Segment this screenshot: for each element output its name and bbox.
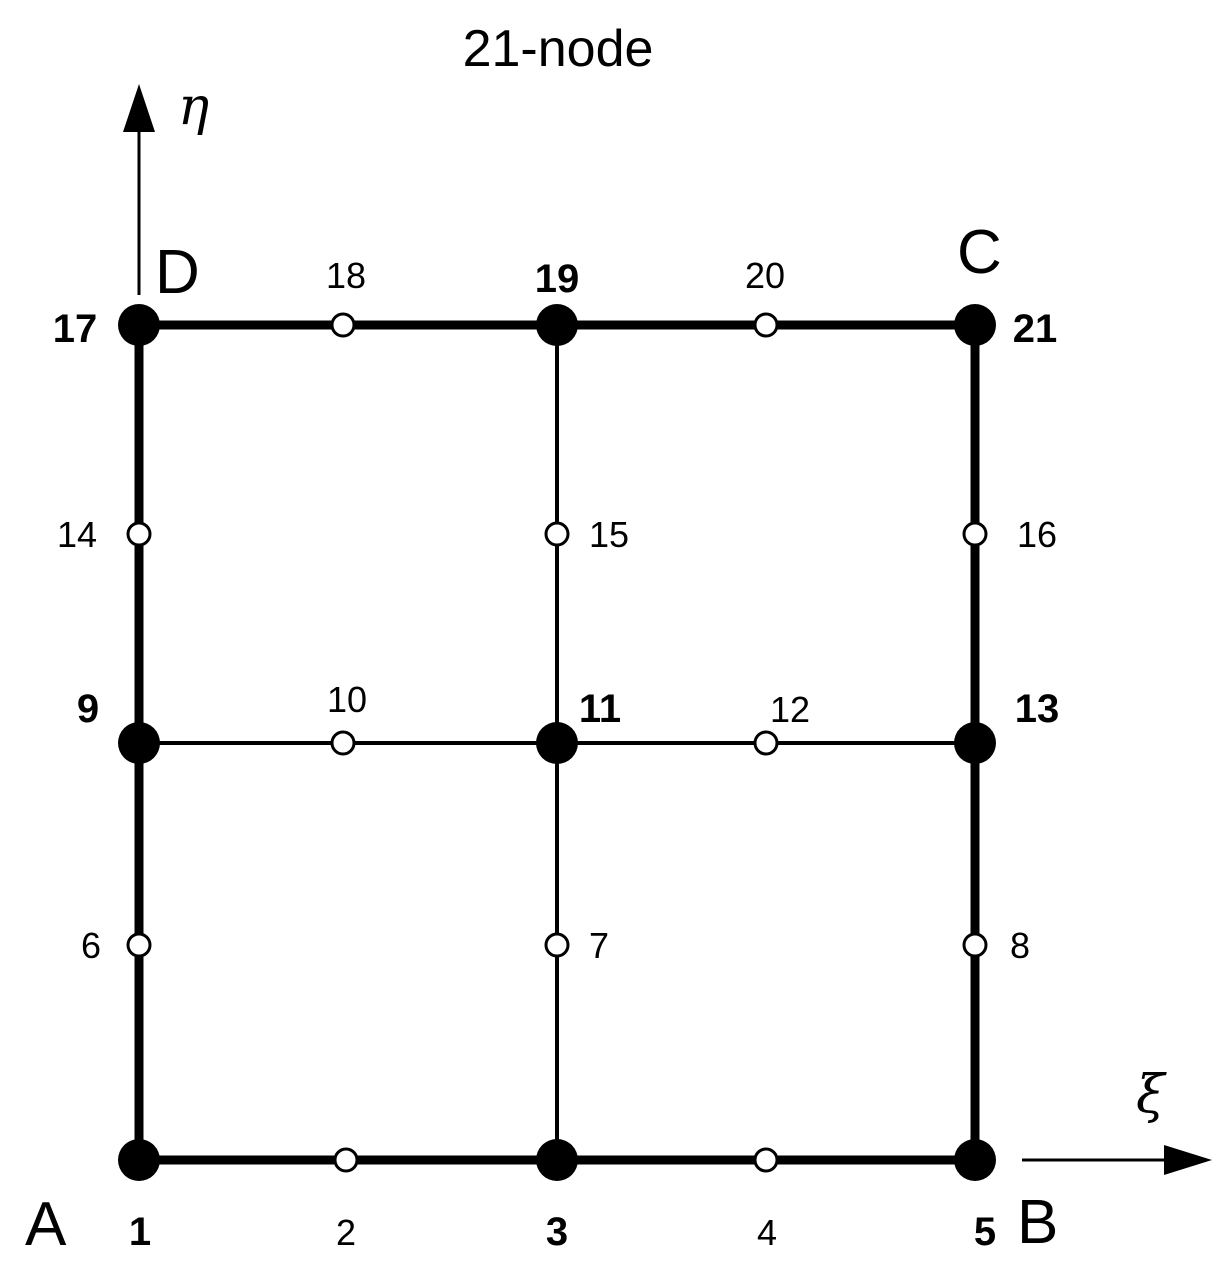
node-5-dot xyxy=(954,1139,996,1181)
node-label-18: 18 xyxy=(326,255,366,296)
eta-axis-arrowhead-icon xyxy=(123,84,155,132)
xi-axis-label: ξ xyxy=(1136,1065,1167,1125)
diagram-title: 21-node xyxy=(463,20,654,78)
eta-axis-label: η xyxy=(178,77,209,137)
node-17-dot xyxy=(118,304,160,346)
node-19-dot xyxy=(536,304,578,346)
node-15-dot xyxy=(544,521,570,547)
node-label-12: 12 xyxy=(770,689,810,730)
node-label-19: 19 xyxy=(535,257,580,301)
node-9-dot xyxy=(118,722,160,764)
node-10-dot xyxy=(330,730,356,756)
node-4-dot xyxy=(753,1147,779,1173)
corner-nodes xyxy=(118,304,996,1181)
node-12-dot xyxy=(753,730,779,756)
node-20-dot xyxy=(753,312,779,338)
node-13-dot xyxy=(954,722,996,764)
node-label-21: 21 xyxy=(1013,307,1058,351)
node-8-dot xyxy=(962,932,988,958)
node-3-dot xyxy=(536,1139,578,1181)
node-label-17: 17 xyxy=(53,307,98,351)
node-label-2: 2 xyxy=(336,1212,356,1253)
node-label-15: 15 xyxy=(589,514,629,555)
node-16-dot xyxy=(962,521,988,547)
midside-nodes xyxy=(126,312,988,1173)
corner-label-a: A xyxy=(25,1190,67,1259)
node-label-8: 8 xyxy=(1010,925,1030,966)
node-2-dot xyxy=(333,1147,359,1173)
node-label-1: 1 xyxy=(129,1210,151,1254)
node-label-10: 10 xyxy=(327,679,367,720)
node-14-dot xyxy=(126,521,152,547)
node-label-13: 13 xyxy=(1015,687,1060,731)
xi-axis-arrowhead-icon xyxy=(1164,1145,1212,1175)
node-label-6: 6 xyxy=(81,925,101,966)
node-18-dot xyxy=(330,312,356,338)
node-label-20: 20 xyxy=(745,255,785,296)
corner-label-d: D xyxy=(155,238,200,307)
node-label-5: 5 xyxy=(974,1210,996,1254)
node-label-16: 16 xyxy=(1017,514,1057,555)
node-11-dot xyxy=(536,722,578,764)
node-label-14: 14 xyxy=(57,514,97,555)
corner-label-b: B xyxy=(1017,1188,1058,1257)
node-label-4: 4 xyxy=(757,1212,777,1253)
node-21-dot xyxy=(954,304,996,346)
node-label-11: 11 xyxy=(579,687,621,731)
node-6-dot xyxy=(126,932,152,958)
node-label-3: 3 xyxy=(546,1210,568,1254)
node-label-7: 7 xyxy=(589,925,609,966)
node-1-dot xyxy=(118,1139,160,1181)
node-7-dot xyxy=(544,932,570,958)
corner-label-c: C xyxy=(957,218,1002,287)
node-label-9: 9 xyxy=(77,687,99,731)
